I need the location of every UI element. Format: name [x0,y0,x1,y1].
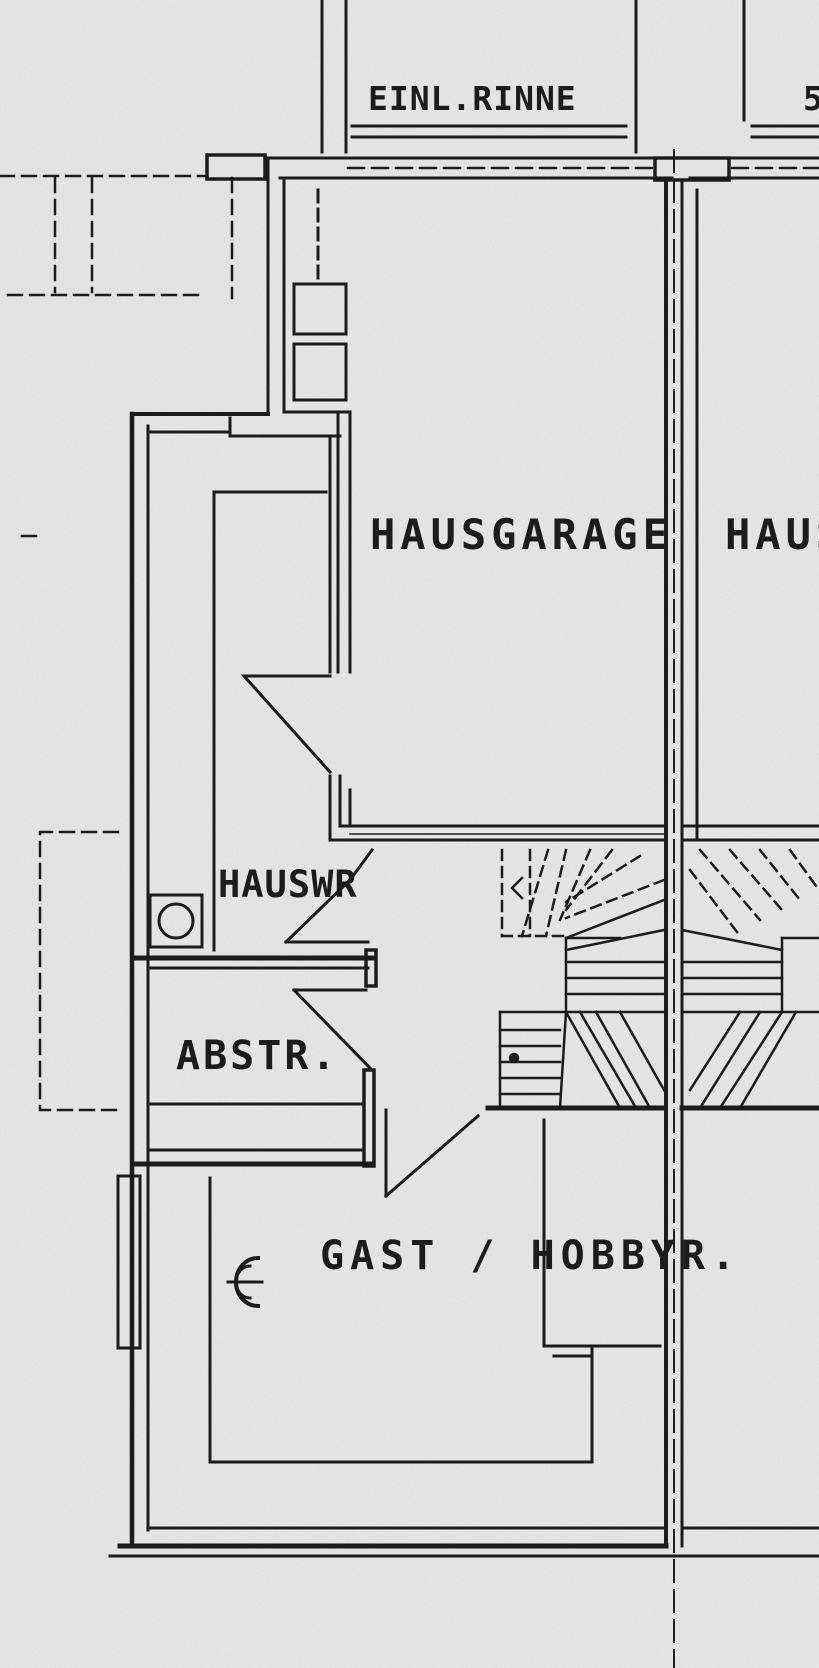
garage-door-swing [240,674,333,775]
utility-room-walls [133,490,378,1071]
west-wall [116,411,342,1549]
shaft-block [266,156,352,414]
gutter-channel [320,0,819,154]
label-abstr: ABSTR. [176,1033,339,1079]
garage-south-wall [328,824,819,842]
stair [485,848,667,1111]
outside-dashed-left [38,830,120,1112]
neighbor-stair [679,848,819,1111]
garage-west-wall [328,410,352,842]
label-hauswr: HAUSWR [218,863,358,906]
storage-room-walls [133,1068,481,1199]
label-hausgarage: HAUSGARAGE [370,510,673,559]
label-einl-rinne: EINL.RINNE [368,79,577,118]
label-neighbor-garage: HAUS [725,510,819,559]
garage-front-lintel [205,153,819,182]
label-gast-hobbyr: GAST / HOBBYR. [320,1233,742,1279]
outside-dashed-top-left [0,174,234,538]
label-neighbor-partial: 5 [803,79,819,118]
guest-room-walls [108,1118,819,1558]
